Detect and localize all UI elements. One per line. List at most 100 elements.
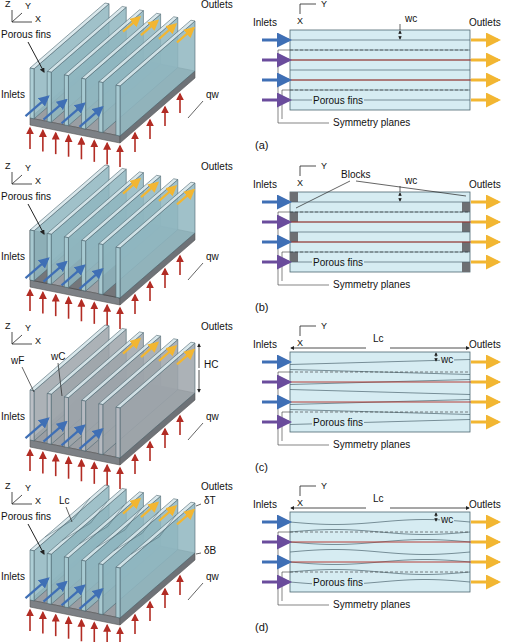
inlet-arrow [262, 421, 289, 424]
part-label: Z [4, 0, 12, 9]
porous-fin [290, 90, 470, 91]
inlet-arrow [62, 426, 85, 446]
inlet-arrow [80, 107, 103, 127]
outlet-arrow [159, 25, 176, 39]
heat-flux-arrow [81, 138, 83, 159]
part-label: δT [203, 496, 217, 506]
leader-line [400, 186, 401, 192]
part-label: Y [24, 324, 32, 333]
flow-block [290, 252, 298, 262]
bracket-line [282, 412, 290, 441]
part-label: Porous fins [0, 512, 52, 522]
inlet-arrow [262, 79, 289, 82]
heat-flux-arrow [149, 120, 151, 139]
axis-line [12, 335, 22, 344]
inlet-arrow [80, 269, 103, 289]
part-label: wc [440, 355, 454, 365]
inlet-arrow [26, 419, 49, 439]
porous-fin [290, 40, 470, 41]
heat-flux-arrow [164, 429, 166, 448]
part-label: Outlets [468, 340, 502, 350]
part-label: qw [205, 90, 220, 100]
leader-line [58, 363, 62, 396]
outlet-arrow [471, 221, 498, 224]
channel-top-view [290, 192, 470, 272]
part-label: Inlets [252, 180, 278, 190]
heat-flux-arrow [42, 293, 44, 314]
porous-fin [116, 182, 195, 248]
inlet-arrow [262, 381, 289, 384]
part-label: Lc [58, 496, 71, 506]
flow-block [290, 192, 298, 202]
inlet-arrow [262, 541, 289, 544]
outlet-arrow [177, 190, 194, 204]
heat-flux-arrow [119, 146, 121, 167]
heat-flux-arrow [68, 136, 70, 157]
part-label: Symmetry planes [332, 440, 411, 450]
heat-flux-arrow [42, 453, 44, 474]
axis-line [300, 486, 301, 496]
part-label: Y [320, 482, 328, 491]
part-label: Blocks [340, 170, 371, 180]
inlet-arrow [26, 259, 49, 279]
porous-fin [116, 407, 120, 458]
bracket-line [282, 90, 290, 119]
outlet-arrow [141, 21, 158, 35]
heat-flux-arrow [93, 303, 95, 324]
part-label: Inlets [0, 572, 26, 582]
outlet-arrow [471, 561, 498, 564]
leader-line [196, 504, 201, 506]
leader-line [66, 507, 72, 522]
dimension-line [436, 513, 437, 517]
porous-fin [116, 567, 120, 618]
part-label: Outlets [200, 162, 234, 172]
dimension-line [436, 518, 437, 521]
leader-line [196, 553, 201, 554]
porous-fin [120, 21, 195, 136]
outlet-arrow [471, 261, 498, 264]
dimension-line [390, 508, 469, 509]
dimension-line [199, 370, 200, 392]
outlet-arrow [141, 183, 158, 197]
heat-flux-arrow [119, 468, 121, 489]
axis-line [300, 4, 316, 5]
axis-line [300, 486, 316, 487]
porous-fin [116, 85, 120, 136]
part-label: Z [4, 322, 12, 331]
part-label: X [296, 179, 304, 188]
panel [12, 325, 500, 489]
inlet-arrow [262, 99, 289, 102]
symmetry-plane [290, 412, 470, 413]
panel-letter: (a) [254, 140, 269, 151]
heat-flux-arrow [134, 455, 136, 474]
axis-line [300, 326, 316, 327]
flow-block [462, 242, 470, 252]
heat-flux-arrow [42, 613, 44, 634]
part-label: wC [50, 352, 66, 362]
part-label: Outlets [200, 482, 234, 492]
streamline [272, 60, 500, 61]
flow-block [462, 222, 470, 232]
porous-fin [290, 212, 470, 213]
heat-flux-arrow [29, 610, 31, 631]
part-label: X [34, 15, 42, 24]
axis-line [300, 166, 316, 167]
part-label: Outlets [468, 500, 502, 510]
porous-fin [290, 202, 470, 203]
inlet-arrow [262, 521, 289, 524]
leader-line [188, 583, 203, 600]
part-label: Porous fins [312, 578, 364, 588]
inlet-arrow [62, 266, 85, 286]
inlet-arrow [262, 221, 289, 224]
outlet-arrow [177, 28, 194, 42]
part-label: Outlets [200, 322, 234, 332]
porous-fin [290, 370, 470, 375]
streamline [272, 80, 500, 81]
porous-fin [116, 247, 120, 298]
channel-top-view [290, 512, 470, 592]
porous-fin [290, 410, 470, 415]
inlet-arrow [262, 201, 289, 204]
outlet-arrow [471, 201, 498, 204]
outlet-arrow [123, 17, 140, 31]
leader-line [188, 263, 203, 280]
